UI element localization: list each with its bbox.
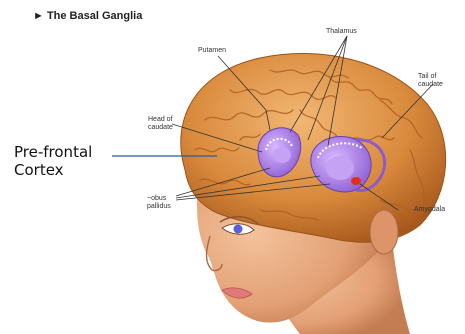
label-tail-line1: Tail of (418, 73, 443, 81)
diagram-title: ► The Basal Ganglia (33, 10, 142, 22)
label-thalamus: Thalamus (326, 28, 357, 36)
label-globus-pallidus: ~obus pallidus (147, 195, 171, 211)
label-globus-line1: ~obus (147, 195, 171, 203)
label-head-of-caudate: Head of caudate (148, 116, 173, 132)
label-tail-line2: caudate (418, 81, 443, 89)
ear (370, 210, 398, 254)
label-putamen: Putamen (198, 47, 226, 55)
label-prefrontal-line2: Cortex (14, 161, 92, 179)
label-prefrontal-cortex: Pre-frontal Cortex (14, 143, 92, 179)
amygdala-structure (351, 177, 361, 185)
label-prefrontal-line1: Pre-frontal (14, 143, 92, 161)
label-tail-of-caudate: Tail of caudate (418, 73, 443, 89)
label-globus-line2: pallidus (147, 203, 171, 211)
label-head-line1: Head of (148, 116, 173, 124)
label-amygdala: Amygdala (414, 206, 445, 214)
label-head-line2: caudate (148, 124, 173, 132)
cortex (181, 53, 446, 242)
